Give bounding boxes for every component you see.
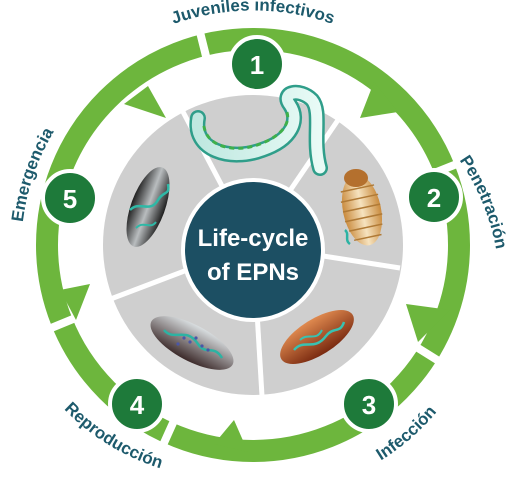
larva-healthy-illustration [340, 169, 383, 246]
stage-badge-2: 2 [405, 168, 463, 226]
arrowhead-1 [360, 82, 398, 118]
ring-arrowheads [60, 82, 450, 452]
svg-text:1: 1 [250, 50, 264, 80]
larva-reproduction-illustration [150, 316, 234, 370]
center-title-line1: Life-cycle [198, 225, 309, 252]
svg-text:2: 2 [427, 183, 441, 213]
arrowhead-5 [124, 86, 166, 118]
arrowhead-2 [406, 304, 450, 342]
arrowhead-3 [214, 420, 248, 452]
stage-badge-3: 3 [340, 375, 398, 433]
svg-text:4: 4 [130, 390, 145, 420]
larva-infected-illustration [280, 310, 354, 364]
larva-emergence-illustration [126, 167, 170, 247]
center-title-line2: of EPNs [207, 259, 299, 286]
stage-badge-5: 5 [41, 169, 99, 227]
nematode-illustration [189, 84, 328, 176]
arrowhead-4 [60, 284, 90, 320]
center-circle [181, 178, 325, 322]
svg-text:3: 3 [362, 390, 376, 420]
svg-text:5: 5 [63, 184, 77, 214]
stage-badge-1: 1 [228, 35, 286, 93]
stage-badge-4: 4 [108, 375, 166, 433]
